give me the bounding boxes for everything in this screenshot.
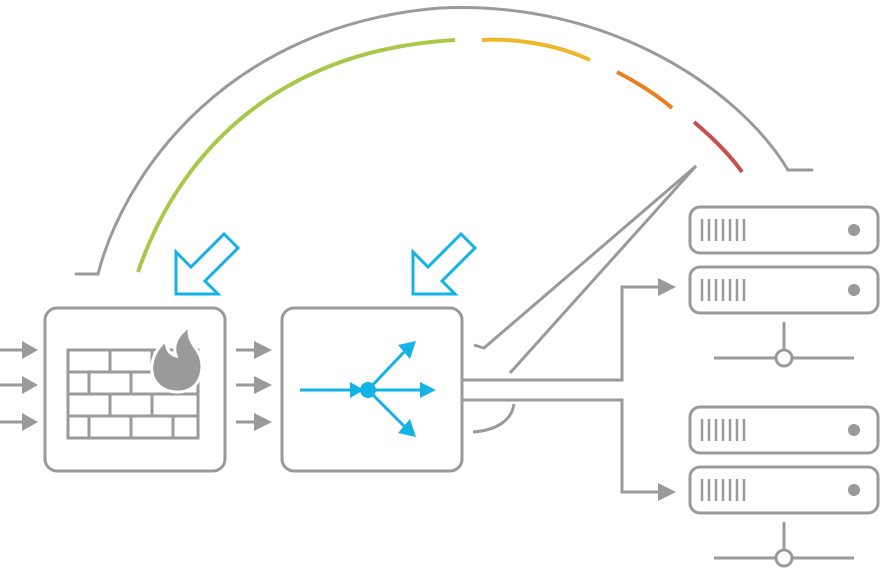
server-rack-icon <box>688 405 880 455</box>
server-rack-icon <box>688 205 880 255</box>
lb-return-curve <box>472 403 516 434</box>
health-arc-green <box>136 38 456 273</box>
health-arc-orange <box>616 70 674 110</box>
health-arc-yellow <box>481 37 591 62</box>
forward-arrows <box>236 341 272 431</box>
flame-icon <box>150 322 204 394</box>
lb-monitor-link <box>473 164 697 350</box>
load-balancer-split-arrows-icon <box>300 341 436 437</box>
arrow-right-icon <box>658 483 676 501</box>
lb-monitor-link-2 <box>508 164 698 375</box>
server-group-2[interactable] <box>688 405 880 568</box>
route-bottom <box>462 398 662 494</box>
network-node-icon <box>714 322 854 368</box>
route-top <box>462 285 662 382</box>
network-node-icon <box>714 522 854 568</box>
callout-arrow-icon <box>411 231 478 296</box>
health-arc-red <box>692 120 744 174</box>
feedback-arc <box>74 6 814 276</box>
callout-arrow-icon <box>174 231 241 296</box>
firewall-brick-wall-flame-icon <box>66 348 200 440</box>
server-rack-icon <box>688 465 880 515</box>
arrow-right-icon <box>658 278 676 296</box>
server-group-1[interactable] <box>688 205 880 368</box>
incoming-arrows <box>0 341 38 431</box>
server-rack-icon <box>688 265 880 315</box>
